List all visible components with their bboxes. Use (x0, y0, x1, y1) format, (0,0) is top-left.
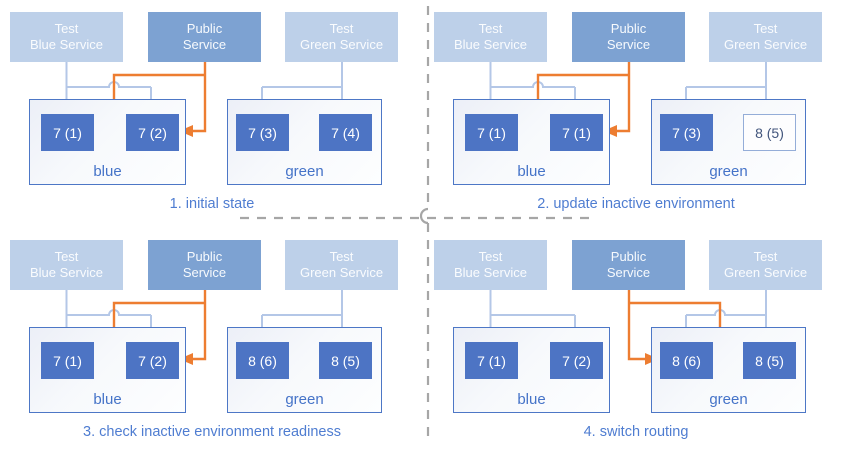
environment-label: blue (517, 163, 546, 180)
pod: 7 (2) (126, 114, 179, 151)
blue-environment-box: 7 (1) 7 (1) blue (453, 99, 610, 185)
public-service-box: Public Service (572, 240, 685, 290)
environment-label: blue (93, 391, 122, 408)
service-label-line: Test (478, 249, 503, 264)
service-label-line: Service (182, 37, 227, 52)
service-label-line: Green Service (723, 37, 808, 52)
panel-update-inactive-environment: Test Blue Service Public Service Test Gr… (424, 0, 848, 228)
pod: 7 (3) (660, 114, 713, 151)
panel-caption: 4. switch routing (583, 424, 689, 440)
test-green-service-box: Test Green Service (709, 12, 822, 62)
service-label-line: Test (753, 249, 778, 264)
service-label-line: Public (610, 21, 647, 36)
pod-label: 7 (3) (672, 124, 701, 141)
panel-caption: 2. update inactive environment (537, 196, 735, 212)
pod-label: 7 (1) (53, 352, 82, 369)
service-label-line: Service (606, 37, 651, 52)
public-service-box: Public Service (148, 240, 261, 290)
pod-label: 7 (1) (53, 124, 82, 141)
green-environment-box: 7 (3) 7 (4) green (227, 99, 382, 185)
environment-label: blue (517, 391, 546, 408)
service-label-line: Test (329, 21, 354, 36)
service-label-line: Service (606, 265, 651, 280)
public-service-box: Public Service (148, 12, 261, 62)
pod: 7 (1) (550, 114, 603, 151)
pod: 8 (6) (236, 342, 289, 379)
pod-label: 7 (2) (562, 352, 591, 369)
pod-new-version: 8 (5) (743, 114, 796, 151)
service-label-line: Test (478, 21, 503, 36)
pod: 7 (4) (319, 114, 372, 151)
panel-caption: 1. initial state (169, 196, 255, 212)
pod-label: 7 (4) (331, 124, 360, 141)
environment-label: green (285, 163, 324, 180)
service-label-line: Blue Service (454, 37, 527, 52)
pod-label: 7 (1) (477, 124, 506, 141)
pod: 8 (6) (660, 342, 713, 379)
pod: 7 (1) (41, 342, 94, 379)
pod-label: 7 (2) (138, 124, 167, 141)
test-green-service-box: Test Green Service (709, 240, 822, 290)
service-label-line: Green Service (299, 265, 384, 280)
pod: 7 (2) (550, 342, 603, 379)
panel-initial-state: Test Blue Service Public Service Test Gr… (0, 0, 424, 228)
service-label-line: Test (54, 249, 79, 264)
environment-label: green (285, 391, 324, 408)
panel-caption: 3. check inactive environment readiness (83, 424, 341, 440)
service-label-line: Green Service (723, 265, 808, 280)
green-environment-box: 8 (6) 8 (5) green (651, 327, 806, 413)
test-green-service-box: Test Green Service (285, 240, 398, 290)
service-label-line: Public (610, 249, 647, 264)
environment-label: green (709, 391, 748, 408)
pod: 7 (3) (236, 114, 289, 151)
service-label-line: Public (186, 249, 223, 264)
pod-label: 7 (2) (138, 352, 167, 369)
test-blue-service-box: Test Blue Service (10, 240, 123, 290)
service-label-line: Service (182, 265, 227, 280)
blue-environment-box: 7 (1) 7 (2) blue (453, 327, 610, 413)
pod-label: 8 (5) (755, 352, 784, 369)
pod: 7 (2) (126, 342, 179, 379)
panel-switch-routing: Test Blue Service Public Service Test Gr… (424, 228, 848, 456)
service-label-line: Blue Service (30, 265, 103, 280)
pod: 7 (1) (465, 342, 518, 379)
pod-label: 7 (1) (562, 124, 591, 141)
pod-label: 7 (3) (248, 124, 277, 141)
test-green-service-box: Test Green Service (285, 12, 398, 62)
green-environment-box: 7 (3) 8 (5) green (651, 99, 806, 185)
service-label-line: Test (753, 21, 778, 36)
pod: 8 (5) (319, 342, 372, 379)
service-label-line: Public (186, 21, 223, 36)
pod: 8 (5) (743, 342, 796, 379)
pod: 7 (1) (41, 114, 94, 151)
green-environment-box: 8 (6) 8 (5) green (227, 327, 382, 413)
environment-label: green (709, 163, 748, 180)
blue-environment-box: 7 (1) 7 (2) blue (29, 327, 186, 413)
service-label-line: Test (329, 249, 354, 264)
public-service-box: Public Service (572, 12, 685, 62)
test-blue-service-box: Test Blue Service (434, 12, 547, 62)
panel-check-inactive-environment-readiness: Test Blue Service Public Service Test Gr… (0, 228, 424, 456)
test-blue-service-box: Test Blue Service (434, 240, 547, 290)
service-label-line: Blue Service (30, 37, 103, 52)
pod-label: 8 (6) (248, 352, 277, 369)
pod-label: 8 (6) (672, 352, 701, 369)
pod-label: 8 (5) (331, 352, 360, 369)
pod-label: 8 (5) (755, 124, 784, 141)
service-label-line: Green Service (299, 37, 384, 52)
blue-environment-box: 7 (1) 7 (2) blue (29, 99, 186, 185)
service-label-line: Test (54, 21, 79, 36)
pod: 7 (1) (465, 114, 518, 151)
pod-label: 7 (1) (477, 352, 506, 369)
test-blue-service-box: Test Blue Service (10, 12, 123, 62)
service-label-line: Blue Service (454, 265, 527, 280)
environment-label: blue (93, 163, 122, 180)
